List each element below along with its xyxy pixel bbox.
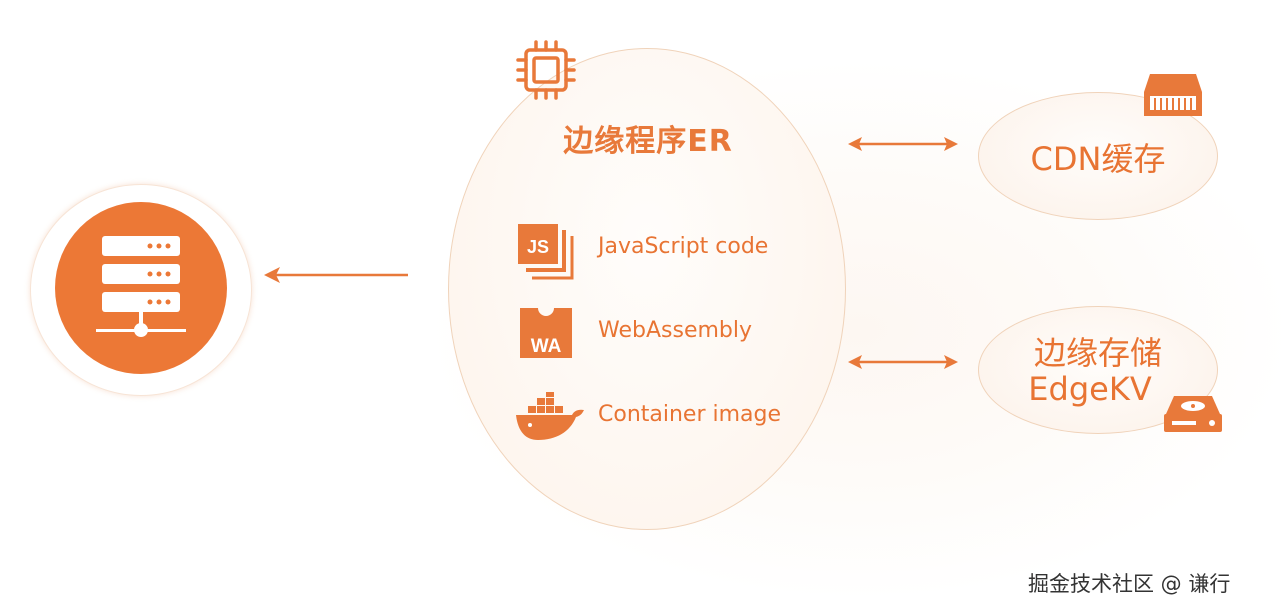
edgekv-label-line2: EdgeKV (1028, 370, 1152, 408)
hard-drive-icon (1164, 396, 1222, 432)
docker-whale-icon (516, 392, 584, 440)
arrow-to-origin (264, 267, 408, 283)
memory-module-icon (1144, 74, 1202, 116)
cpu-chip-icon (516, 40, 576, 100)
webassembly-icon: WA (520, 308, 572, 358)
origin-server-circle (55, 202, 227, 374)
js-badge-text: JS (527, 237, 549, 257)
edgekv-label-line1: 边缘存储 (1033, 334, 1162, 372)
server-icon (96, 236, 186, 337)
watermark-text: 掘金技术社区 @ 谦行 (1028, 572, 1231, 596)
wa-badge-text: WA (531, 336, 562, 357)
edge-routine-title: 边缘程序ER (563, 124, 733, 159)
arrow-cdn-bidirectional (848, 137, 958, 151)
cdn-cache-label: CDN缓存 (1030, 140, 1166, 178)
javascript-icon: JS (518, 224, 574, 280)
javascript-code-label: JavaScript code (598, 234, 769, 259)
arrow-edgekv-bidirectional (848, 355, 958, 369)
edge-routine-ellipse (448, 48, 846, 530)
container-image-label: Container image (598, 402, 782, 427)
webassembly-label: WebAssembly (598, 318, 752, 343)
